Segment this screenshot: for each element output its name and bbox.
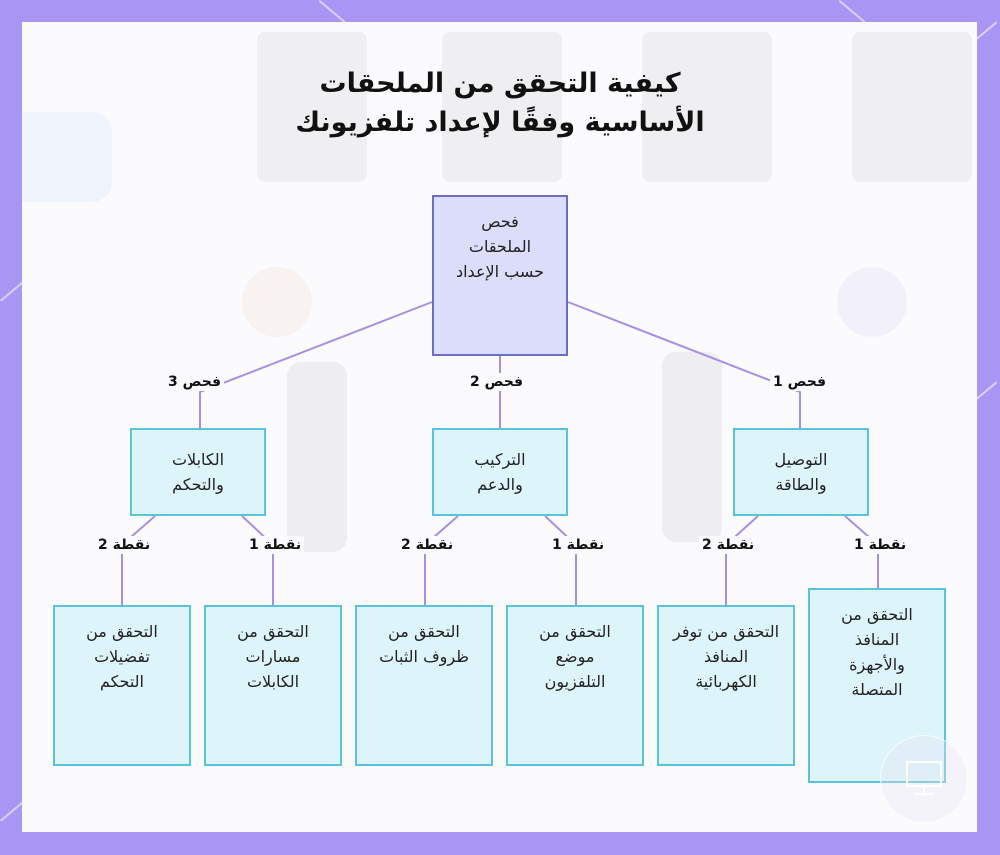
monitor-icon xyxy=(906,761,942,795)
edge-root-check3 xyxy=(199,301,433,428)
edge-label-check2: فحص 2 xyxy=(467,373,526,391)
check-node-label: التركيب والدعم xyxy=(474,450,526,494)
point-node-label: التحقق من توفر المنافذ الكهربائية xyxy=(672,622,780,691)
check-node-3: الكابلات والتحكم xyxy=(130,428,266,516)
check-node-label: الكابلات والتحكم xyxy=(171,450,225,494)
edge-label-point: نقطة 1 xyxy=(851,536,910,554)
point-node: التحقق من ظروف الثبات xyxy=(355,605,493,766)
title-line-2: الأساسية وفقًا لإعداد تلفزيونك xyxy=(295,107,705,138)
point-node: التحقق من تفضيلات التحكم xyxy=(53,605,191,766)
background-watermark xyxy=(287,362,347,552)
point-node: التحقق من موضع التلفزيون xyxy=(506,605,644,766)
root-node-label: فحص الملحقات حسب الإعداد xyxy=(455,212,545,281)
background-watermark xyxy=(257,32,367,182)
background-watermark xyxy=(662,352,722,542)
background-watermark xyxy=(442,32,562,182)
root-node: فحص الملحقات حسب الإعداد xyxy=(432,195,568,356)
edge-label-point: نقطة 1 xyxy=(246,536,305,554)
diagram-title: كيفية التحقق من الملحقات الأساسية وفقًا … xyxy=(0,64,1000,142)
edge-label-point: نقطة 1 xyxy=(549,536,608,554)
background-watermark xyxy=(852,32,972,182)
point-node-label: التحقق من موضع التلفزيون xyxy=(539,622,611,691)
point-node-label: التحقق من تفضيلات التحكم xyxy=(86,622,158,691)
watermark-badge-icon xyxy=(880,735,968,823)
edge-check2-point2 xyxy=(424,515,459,605)
point-node: التحقق من توفر المنافذ الكهربائية xyxy=(657,605,795,766)
check-node-2: التركيب والدعم xyxy=(432,428,568,516)
edge-check2-point1 xyxy=(544,515,577,605)
background-watermark xyxy=(837,267,907,337)
point-node: التحقق من مسارات الكابلات xyxy=(204,605,342,766)
edge-label-point: نقطة 2 xyxy=(95,536,154,554)
edge-check3-point1 xyxy=(241,515,274,605)
check-node-label: التوصيل والطاقة xyxy=(774,450,828,494)
edge-label-point: نقطة 2 xyxy=(699,536,758,554)
edge-root-check1 xyxy=(567,301,801,428)
background-watermark xyxy=(642,32,772,182)
edge-label-point: نقطة 2 xyxy=(398,536,457,554)
background-watermark xyxy=(242,267,312,337)
title-line-1: كيفية التحقق من الملحقات xyxy=(319,68,681,99)
point-node-label: التحقق من ظروف الثبات xyxy=(379,622,469,666)
edge-check1-point2 xyxy=(725,515,759,605)
point-node-label: التحقق من مسارات الكابلات xyxy=(237,622,309,691)
background-watermark xyxy=(22,112,112,202)
edge-label-check3: فحص 3 xyxy=(165,373,224,391)
point-node-label: التحقق من المنافذ والأجهزة المتصلة xyxy=(841,605,913,699)
edge-check3-point2 xyxy=(121,515,156,605)
edge-label-check1: فحص 1 xyxy=(770,373,829,391)
check-node-1: التوصيل والطاقة xyxy=(733,428,869,516)
